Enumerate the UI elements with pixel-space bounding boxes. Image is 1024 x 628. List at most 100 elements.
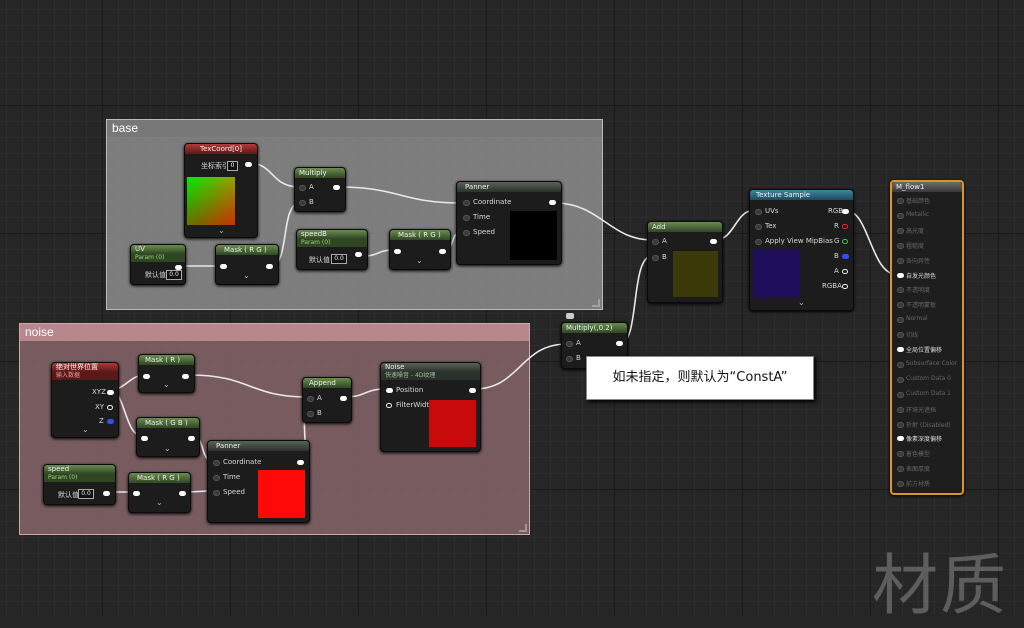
material-input-row[interactable]: 自发光颜色	[892, 269, 964, 282]
material-input-row[interactable]: 着色模型	[892, 447, 964, 460]
chevron-down-icon[interactable]: ⌄	[416, 256, 423, 265]
input-pin[interactable]	[143, 374, 150, 379]
node-panner-bottom[interactable]: Panner Coordinate Time Speed	[207, 440, 310, 523]
input-pin-position[interactable]	[386, 388, 393, 393]
material-input-pin[interactable]	[897, 302, 904, 309]
node-mask-r[interactable]: Mask ( R ) ⌄	[138, 354, 195, 393]
input-pin-b[interactable]	[307, 411, 314, 417]
output-pin[interactable]	[175, 265, 182, 270]
material-input-row[interactable]: 像素深度偏移	[892, 432, 964, 445]
output-pin[interactable]	[179, 491, 186, 496]
material-input-pin[interactable]	[897, 257, 904, 264]
material-input-row[interactable]: Normal	[892, 313, 964, 326]
resize-grip-icon[interactable]	[592, 299, 600, 307]
material-input-pin[interactable]	[897, 451, 904, 458]
output-pin[interactable]	[182, 374, 189, 379]
node-mask-rg-top[interactable]: Mask ( R G ) ⌄	[215, 244, 279, 285]
output-pin-b[interactable]	[842, 254, 849, 259]
material-input-row[interactable]: 全局位置偏移	[892, 343, 964, 356]
coordinate-index-field[interactable]: 0	[227, 161, 238, 171]
comment-bubble-icon[interactable]	[566, 313, 574, 319]
material-input-row[interactable]: 高光度	[892, 224, 964, 237]
material-input-pin[interactable]	[897, 391, 904, 398]
input-pin-a[interactable]	[566, 341, 573, 347]
node-speed-param[interactable]: speed Param (0) 默认值 0.0	[43, 464, 116, 505]
input-pin-filterwidth[interactable]	[386, 403, 392, 408]
input-pin[interactable]	[394, 249, 401, 254]
input-pin-a[interactable]	[307, 396, 314, 402]
chevron-down-icon[interactable]: ⌄	[218, 226, 225, 235]
input-pin[interactable]	[133, 491, 140, 496]
output-pin-xyz[interactable]	[107, 390, 114, 395]
material-input-pin[interactable]	[897, 406, 904, 413]
input-pin-speed[interactable]	[213, 490, 220, 496]
material-input-row[interactable]: 不透明度	[892, 283, 964, 296]
material-input-pin[interactable]	[897, 317, 904, 324]
default-value-field[interactable]: 0.0	[166, 270, 182, 280]
material-input-pin[interactable]	[897, 376, 904, 383]
material-input-pin[interactable]	[897, 242, 904, 249]
material-input-row[interactable]: 环境光遮挡	[892, 403, 964, 416]
material-input-pin[interactable]	[897, 361, 904, 368]
input-pin-a[interactable]	[299, 185, 306, 191]
input-pin-a[interactable]	[652, 239, 659, 245]
node-mask-gb[interactable]: Mask ( G B ) ⌄	[136, 417, 200, 457]
input-pin[interactable]	[141, 436, 148, 441]
material-input-pin[interactable]	[897, 227, 904, 234]
material-input-pin[interactable]	[897, 272, 904, 278]
node-add[interactable]: Add A B	[647, 221, 723, 303]
default-value-field[interactable]: 0.0	[331, 254, 347, 264]
chevron-down-icon[interactable]: ⌄	[243, 271, 250, 280]
output-pin[interactable]	[103, 491, 110, 496]
output-pin-g[interactable]	[842, 239, 848, 244]
chevron-down-icon[interactable]: ⌄	[164, 444, 171, 453]
material-input-pin[interactable]	[897, 481, 904, 488]
output-pin[interactable]	[188, 436, 195, 441]
material-input-row[interactable]: 各向异性	[892, 254, 964, 267]
output-pin[interactable]	[710, 239, 717, 244]
material-input-row[interactable]: 表面厚度	[892, 462, 964, 475]
input-pin-b[interactable]	[652, 255, 659, 261]
material-input-row[interactable]: Metallic	[892, 209, 964, 222]
material-input-row[interactable]: 前方材质	[892, 477, 964, 490]
node-texture-sample[interactable]: Texture Sample UVs Tex Apply View MipBia…	[749, 189, 854, 311]
input-pin-tex[interactable]	[755, 224, 762, 230]
chevron-down-icon[interactable]: ⌄	[82, 425, 89, 434]
material-input-row[interactable]: Custom Data 0	[892, 373, 964, 386]
material-input-row[interactable]: 不透明蒙板	[892, 298, 964, 311]
chevron-down-icon[interactable]: ⌄	[798, 298, 805, 307]
default-value-field[interactable]: 0.0	[78, 489, 94, 499]
material-input-row[interactable]: 基础颜色	[892, 194, 964, 207]
input-pin-b[interactable]	[299, 200, 306, 206]
input-pin-speed[interactable]	[463, 230, 470, 236]
node-noise[interactable]: Noise 快速噪音 - 4D纹理 Position FilterWidth	[380, 362, 481, 452]
output-pin[interactable]	[549, 200, 556, 205]
input-pin[interactable]	[220, 264, 227, 269]
input-pin-coordinate[interactable]	[463, 200, 470, 206]
output-pin[interactable]	[266, 264, 273, 269]
material-input-row[interactable]: 折射 (Disabled)	[892, 418, 964, 431]
material-input-row[interactable]: Subsurface Color	[892, 358, 964, 371]
resize-grip-icon[interactable]	[519, 524, 527, 532]
chevron-down-icon[interactable]: ⌄	[156, 498, 163, 507]
output-pin[interactable]	[340, 396, 347, 401]
input-pin-coordinate[interactable]	[213, 460, 220, 466]
output-pin-xy[interactable]	[107, 405, 113, 410]
node-texcoord[interactable]: TexCoord[0] 坐标索引 0 ⌄	[184, 143, 258, 238]
output-pin-rgb[interactable]	[842, 209, 849, 214]
output-pin[interactable]	[355, 252, 362, 257]
input-pin-apply-view-mipbias[interactable]	[755, 239, 762, 245]
material-input-pin[interactable]	[897, 436, 904, 442]
output-pin[interactable]	[439, 249, 446, 254]
output-pin-rgba[interactable]	[842, 284, 848, 289]
chevron-down-icon[interactable]: ⌄	[163, 380, 170, 389]
material-input-pin[interactable]	[897, 466, 904, 473]
node-panner-top[interactable]: Panner Coordinate Time Speed	[456, 181, 562, 265]
node-append[interactable]: Append A B	[302, 377, 352, 423]
node-multiply[interactable]: Multiply A B	[294, 167, 346, 212]
output-pin[interactable]	[469, 388, 476, 393]
material-input-row[interactable]: Custom Data 1	[892, 388, 964, 401]
node-mask-rg-bottom[interactable]: Mask ( R G ) ⌄	[128, 472, 191, 513]
node-speedb-param[interactable]: speedB Param (0) 默认值 0.0	[296, 229, 368, 270]
